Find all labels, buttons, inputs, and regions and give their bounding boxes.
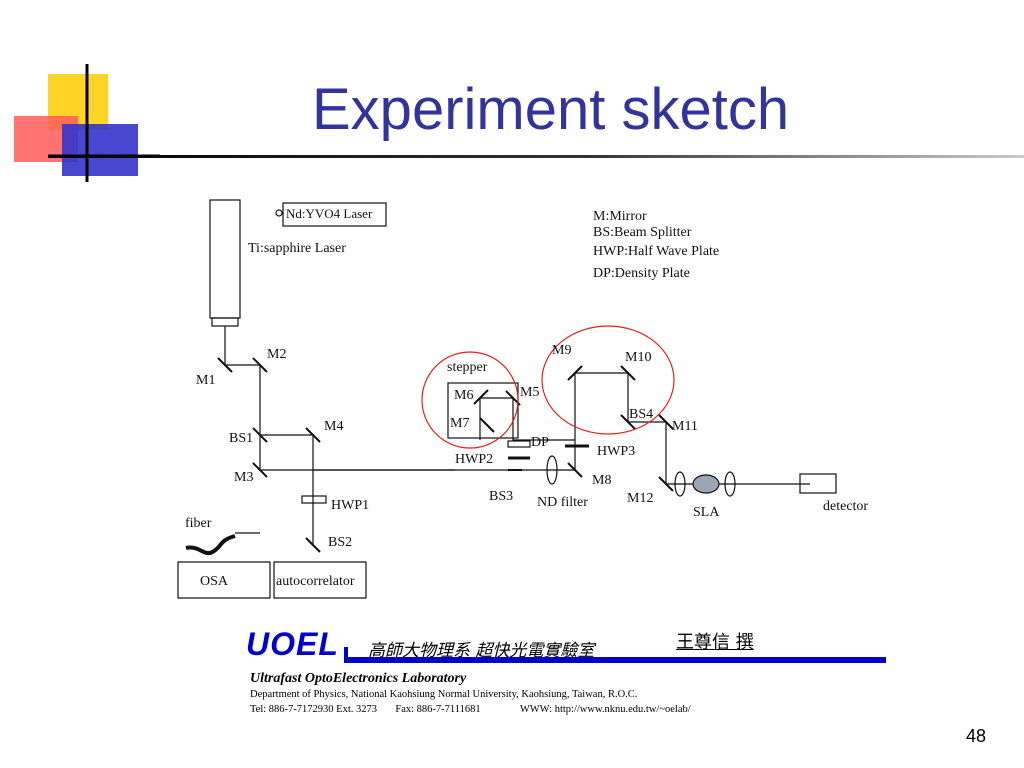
label-m6: M6 xyxy=(454,388,473,403)
department-address: Department of Physics, National Kaohsiun… xyxy=(250,689,638,700)
sla-chip xyxy=(692,474,720,494)
label-autocorrelator: autocorrelator xyxy=(276,574,355,589)
lab-name-chinese: 高師大物理系 超快光電實驗室 xyxy=(368,641,595,661)
beam-path-main xyxy=(224,326,810,485)
label-bs1: BS1 xyxy=(229,431,253,446)
contact-www[interactable]: WWW: http://www.nknu.edu.tw/~oelab/ xyxy=(519,704,691,715)
logo-bar-stem xyxy=(344,647,348,663)
mirror-m6 xyxy=(473,389,489,405)
label-hwp2: HWP2 xyxy=(455,452,493,467)
label-m1: M1 xyxy=(196,373,215,388)
mirror-m10 xyxy=(620,365,636,381)
logo-bar xyxy=(344,657,886,663)
splitter-bs2 xyxy=(305,537,321,553)
label-sla: SLA xyxy=(693,505,720,520)
stepper-stage xyxy=(447,382,519,439)
splitter-bs1 xyxy=(252,427,268,443)
label-m11: M11 xyxy=(672,419,698,434)
mirror-m7 xyxy=(479,417,495,433)
label-m8: M8 xyxy=(592,473,611,488)
author-credit: 王尊信 撰 xyxy=(676,632,754,653)
legend-line-3: HWP:Half Wave Plate xyxy=(593,244,719,259)
page-number: 48 xyxy=(966,726,987,746)
label-nd-filter: ND filter xyxy=(537,495,588,510)
label-ti-laser: Ti:sapphire Laser xyxy=(248,241,346,256)
sla-lens-right xyxy=(724,471,736,497)
nd-laser-box xyxy=(282,202,387,227)
label-fiber: fiber xyxy=(185,516,212,531)
beam-path-stepper xyxy=(479,397,575,441)
mirror-m12 xyxy=(658,476,674,492)
mirror-m2 xyxy=(252,357,268,373)
contact-fax: Fax: 886-7-7111681 xyxy=(395,704,481,715)
highlight-delay xyxy=(541,325,675,435)
label-nd-laser: Nd:YVO4 Laser xyxy=(286,206,373,221)
label-bs4: BS4 xyxy=(629,407,653,422)
mirror-m4 xyxy=(305,427,321,443)
legend-line-4: DP:Density Plate xyxy=(593,266,690,281)
autocorrelator-box xyxy=(273,561,367,599)
highlight-stepper xyxy=(421,351,519,449)
label-m5: M5 xyxy=(520,385,539,400)
mirror-m8 xyxy=(567,462,583,478)
slide-title: Experiment sketch xyxy=(312,77,790,142)
contact-line: Tel: 886-7-7172930 Ext. 3273 Fax: 886-7-… xyxy=(250,704,691,715)
ti-sapphire-laser-output xyxy=(211,317,239,327)
osa-box xyxy=(177,561,271,599)
legend-line-1: M:Mirror xyxy=(593,209,647,224)
label-dp: DP xyxy=(531,435,549,450)
label-m12: M12 xyxy=(627,491,653,506)
mirror-m1 xyxy=(217,357,233,373)
label-m4: M4 xyxy=(324,419,343,434)
mirror-m3 xyxy=(252,462,268,478)
label-m10: M10 xyxy=(625,350,651,365)
label-m9: M9 xyxy=(552,343,571,358)
label-stepper: stepper xyxy=(447,360,488,375)
mirror-m11 xyxy=(658,414,674,430)
mirror-m9 xyxy=(567,365,583,381)
waveplate-hwp1 xyxy=(301,495,327,504)
label-m7: M7 xyxy=(450,416,469,431)
lab-name-english: Ultrafast OptoElectronics Laboratory xyxy=(250,671,467,686)
uoel-logo: UOEL xyxy=(246,626,339,662)
detector-box xyxy=(799,473,837,494)
label-bs2: BS2 xyxy=(328,535,352,550)
contact-tel: Tel: 886-7-7172930 Ext. 3273 xyxy=(250,704,377,715)
title-underline xyxy=(48,155,1024,158)
beam-path-split xyxy=(260,434,314,545)
label-hwp1: HWP1 xyxy=(331,498,369,513)
label-m2: M2 xyxy=(267,347,286,362)
label-hwp3: HWP3 xyxy=(597,444,635,459)
density-plate-dp xyxy=(507,440,531,448)
label-bs3: BS3 xyxy=(489,489,513,504)
label-osa: OSA xyxy=(200,574,229,589)
label-detector: detector xyxy=(823,499,868,514)
legend-line-2: BS:Beam Splitter xyxy=(593,225,692,240)
ti-sapphire-laser-body xyxy=(209,199,241,319)
splitter-bs4 xyxy=(620,414,636,430)
sla-lens-left xyxy=(674,471,686,497)
fiber-cable xyxy=(185,534,236,556)
optical-setup-diagram: Nd:YVO4 Laser Ti:sapphire Laser M:Mirror… xyxy=(177,199,868,599)
label-m3: M3 xyxy=(234,470,253,485)
nd-filter-lens xyxy=(546,455,558,485)
corner-decoration xyxy=(14,64,160,182)
